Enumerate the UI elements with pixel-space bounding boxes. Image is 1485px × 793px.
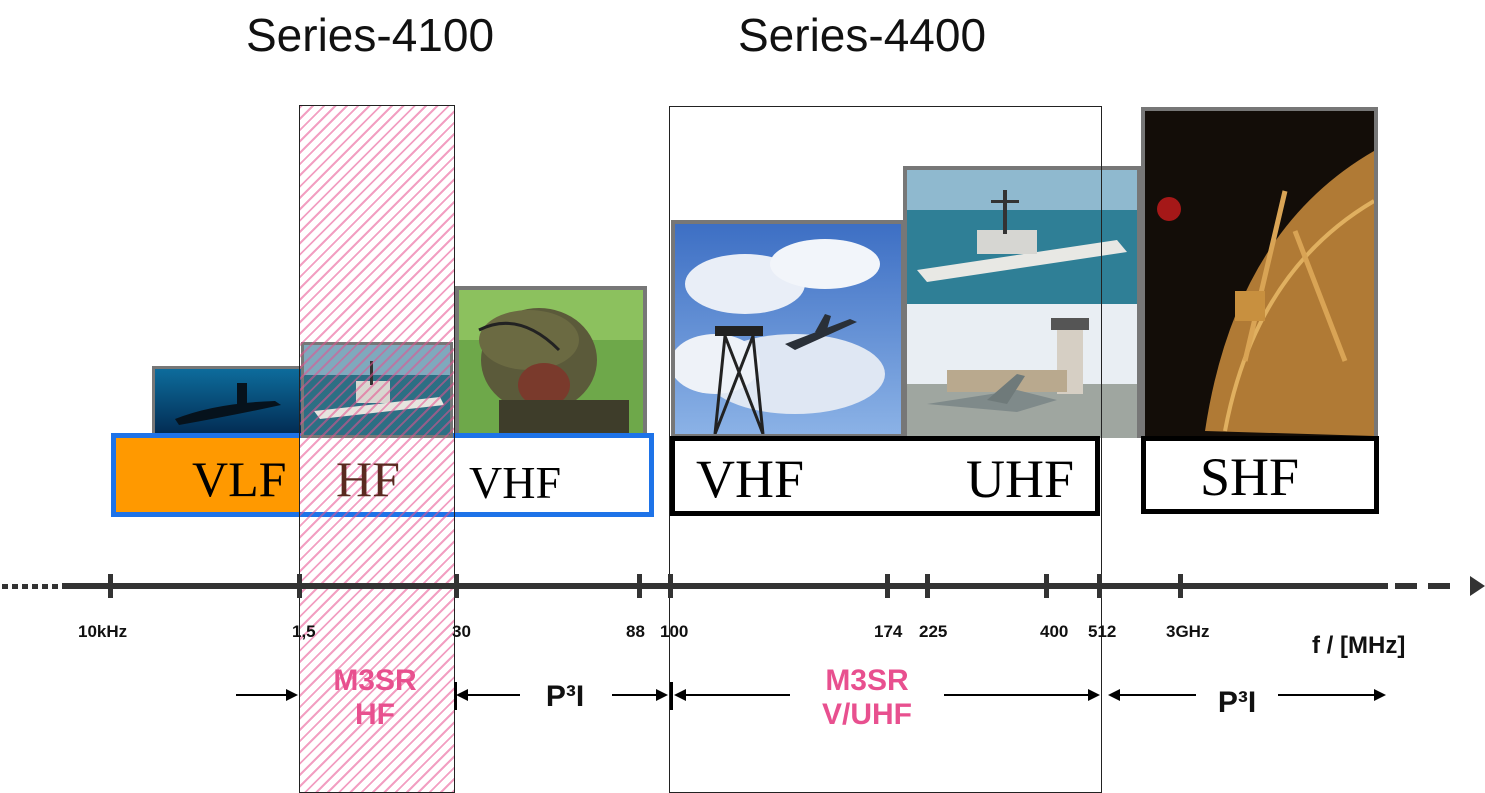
hf-band-label: HF	[336, 451, 400, 507]
range-arrows	[236, 682, 1386, 710]
tick-100	[668, 574, 673, 598]
naval-ship-photo	[903, 166, 1141, 308]
tick-label-174: 174	[874, 622, 903, 641]
p3i-left-label: P³I	[545, 680, 585, 713]
fighter-jet-photo	[903, 304, 1141, 438]
frequency-axis	[2, 574, 1485, 598]
vhf-band-label-right: VHF	[696, 449, 805, 509]
axis-line	[62, 583, 1388, 589]
axis-dotted-lead	[2, 584, 58, 589]
tick-174	[885, 574, 890, 598]
axis-arrowhead	[1470, 576, 1485, 596]
tick-30	[454, 574, 459, 598]
tick-label-3ghz: 3GHz	[1166, 622, 1210, 641]
m3sr-hf-highlight	[299, 105, 455, 793]
tick-3ghz	[1178, 574, 1183, 598]
tick-label-1-5: 1,5	[292, 622, 316, 641]
m3sr-hf-label-line2: HF	[355, 698, 395, 731]
vhf-band-label-left: VHF	[469, 457, 562, 508]
m3sr-vuhf-label-line2: V/UHF	[822, 698, 912, 731]
vlf-band-fill	[116, 438, 299, 512]
submarine-photo	[152, 366, 304, 438]
axis-ticks	[108, 574, 1183, 598]
series-4400-title: Series-4400	[738, 9, 987, 61]
series-4100-title: Series-4100	[246, 9, 495, 61]
axis-dashed-tail	[1395, 583, 1450, 589]
axis-unit-label: f / [MHz]	[1312, 632, 1406, 659]
band-group-shf	[1141, 436, 1379, 514]
tick-label-225: 225	[919, 622, 948, 641]
m3sr-vuhf-label-line1: M3SR	[825, 664, 909, 697]
satellite-dish-photo	[1141, 107, 1378, 440]
vlf-band-label: VLF	[192, 451, 287, 507]
m3sr-hf-label: M3SR HF	[305, 664, 445, 732]
tick-label-10khz: 10kHz	[78, 622, 128, 641]
tick-label-400: 400	[1040, 622, 1069, 641]
tick-label-512: 512	[1088, 622, 1117, 641]
tick-label-100: 100	[660, 622, 689, 641]
m3sr-vuhf-label: M3SR V/UHF	[792, 664, 942, 732]
p3i-right-label: P³I	[1217, 686, 1257, 719]
uhf-band-label: UHF	[966, 449, 1075, 509]
band-group-series-4400	[670, 436, 1100, 516]
shf-band-label: SHF	[1200, 447, 1300, 507]
airfield-tower-photo	[671, 220, 905, 438]
tick-label-30: 30	[452, 622, 471, 641]
tick-225	[925, 574, 930, 598]
soldier-photo	[455, 286, 647, 438]
tick-400	[1044, 574, 1049, 598]
m3sr-hf-label-line1: M3SR	[333, 664, 417, 697]
tick-10khz	[108, 574, 113, 598]
tick-88	[637, 574, 642, 598]
tick-512	[1097, 574, 1102, 598]
tick-label-88: 88	[626, 622, 645, 641]
tick-1-5	[297, 574, 302, 598]
